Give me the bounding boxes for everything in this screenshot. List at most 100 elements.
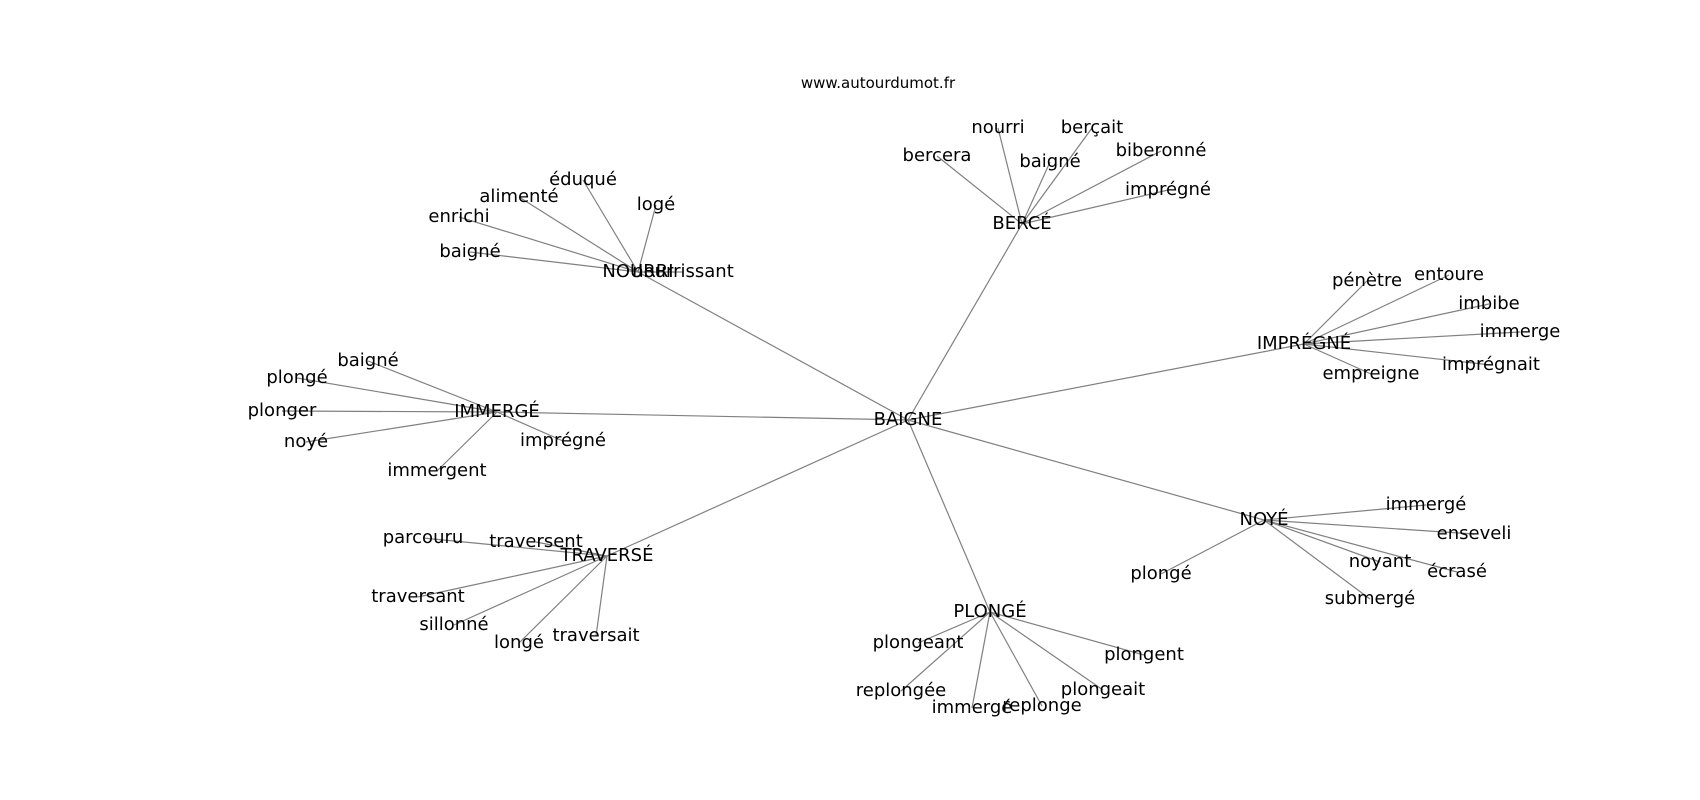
hub-word-node[interactable]: NOURRI (602, 261, 673, 282)
leaf-word-node[interactable]: submergé (1325, 588, 1415, 609)
leaf-word-node[interactable]: immerge (1480, 321, 1561, 342)
hub-word-node[interactable]: BERCÉ (992, 212, 1051, 234)
hub-word-node[interactable]: NOYÉ (1239, 508, 1288, 530)
leaf-word-node[interactable]: noyé (284, 431, 328, 452)
leaf-word-node[interactable]: traversant (371, 586, 465, 607)
edge-center-to-hub (907, 419, 1265, 521)
edge-hub-to-word (436, 411, 498, 472)
leaf-word-node[interactable]: traversait (552, 625, 639, 646)
edge-hub-to-word (1263, 504, 1427, 521)
edge-hub-to-word (1303, 331, 1521, 345)
edge-hub-to-word (989, 611, 1104, 691)
leaf-word-node[interactable]: alimenté (479, 186, 558, 207)
edge-hub-to-word (422, 537, 608, 557)
leaf-word-node[interactable]: pénètre (1332, 270, 1402, 291)
leaf-word-node[interactable]: plongeait (1061, 679, 1145, 700)
edge-hub-to-word (637, 204, 657, 273)
leaf-word-node[interactable]: replongée (856, 680, 947, 701)
edge-hub-to-word (518, 196, 639, 273)
leaf-word-node[interactable]: bercera (903, 145, 972, 166)
edge-center-to-hub (907, 223, 1023, 421)
leaf-word-node[interactable]: immergent (387, 460, 486, 481)
leaf-word-node[interactable]: imprégnait (1442, 354, 1540, 375)
edge-center-to-hub (907, 419, 991, 613)
edge-hub-to-word (458, 216, 639, 273)
edge-hub-to-word (367, 360, 498, 413)
leaf-word-node[interactable]: sillonné (419, 614, 488, 635)
edge-center-to-hub (907, 343, 1305, 421)
hub-word-node[interactable]: TRAVERSÉ (560, 544, 654, 566)
edge-hub-to-word (1021, 189, 1169, 225)
leaf-word-node[interactable]: longé (494, 632, 544, 653)
edge-hub-to-word (1160, 519, 1265, 575)
edge-hub-to-word (582, 179, 639, 273)
leaf-word-node[interactable]: éduqué (549, 169, 617, 190)
edge-center-to-hub (637, 271, 909, 421)
edge-hub-to-word (469, 251, 639, 273)
edge-hub-to-word (518, 555, 608, 644)
leaf-word-node[interactable]: parcouru (383, 527, 464, 548)
edge-hub-to-word (281, 410, 498, 413)
leaf-word-node[interactable]: empreigne (1322, 363, 1419, 384)
graph-labels: www.autourdumot.fr bercera nourri baigné be… (248, 74, 1561, 718)
edge-hub-to-word (595, 555, 608, 637)
leaf-word-node[interactable]: immergé (932, 697, 1013, 718)
hub-word-node[interactable]: IMPRÉGNÉ (1257, 332, 1351, 354)
leaf-word-node[interactable]: immergé (1386, 494, 1467, 515)
leaf-word-node[interactable]: noyant (1349, 551, 1412, 572)
edge-hub-to-word (989, 611, 1145, 656)
leaf-word-node[interactable]: plongeant (873, 632, 964, 653)
edge-hub-to-word (1263, 519, 1458, 573)
leaf-word-node[interactable]: imprégné (1125, 179, 1211, 200)
edge-hub-to-word (535, 541, 608, 557)
edge-hub-to-word (305, 411, 498, 443)
edge-hub-to-word (496, 411, 564, 442)
edge-hub-to-word (936, 155, 1023, 225)
edge-hub-to-word (917, 611, 991, 644)
leaf-word-node[interactable]: baigné (1019, 151, 1080, 172)
edge-hub-to-word (1263, 519, 1381, 563)
edge-hub-to-word (1021, 150, 1162, 225)
leaf-word-node[interactable]: berçait (1061, 117, 1124, 138)
leaf-word-node[interactable]: imprégné (520, 430, 606, 451)
hub-word-node[interactable]: PLONGÉ (953, 600, 1026, 622)
leaf-word-node[interactable]: entoure (1414, 264, 1484, 285)
edge-hub-to-word (453, 555, 608, 626)
leaf-word-node[interactable]: nourri (971, 117, 1024, 138)
leaf-word-node[interactable]: imbibe (1458, 293, 1519, 314)
graph-edges (281, 127, 1521, 709)
edge-hub-to-word (1021, 127, 1093, 225)
edge-hub-to-word (1263, 519, 1475, 535)
leaf-word-node[interactable]: enrichi (428, 206, 489, 227)
edge-hub-to-word (1303, 303, 1490, 345)
center-word-node[interactable]: BAIGNE (874, 409, 943, 430)
edge-hub-to-word (1303, 343, 1372, 375)
edge-hub-to-word (997, 127, 1023, 225)
leaf-word-node[interactable]: baigné (439, 241, 500, 262)
edge-hub-to-word (417, 555, 608, 598)
leaf-word-node[interactable]: enseveli (1437, 523, 1512, 544)
hub-word-node[interactable]: IMMERGÉ (454, 400, 540, 422)
edge-hub-to-word (1303, 343, 1492, 366)
leaf-word-node[interactable]: plongent (1104, 644, 1184, 665)
leaf-word-node[interactable]: nourrissant (632, 261, 734, 282)
source-website: www.autourdumot.fr (801, 74, 956, 92)
leaf-word-node[interactable]: plonger (248, 400, 317, 421)
leaf-word-node[interactable]: biberonné (1116, 140, 1207, 161)
edge-hub-to-word (900, 611, 991, 692)
edge-center-to-hub (496, 411, 909, 421)
leaf-word-node[interactable]: plongé (1130, 563, 1191, 584)
edge-hub-to-word (989, 611, 1043, 707)
leaf-word-node[interactable]: baigné (337, 350, 398, 371)
edge-center-to-hub (606, 419, 909, 557)
edge-hub-to-word (1021, 161, 1051, 225)
edge-hub-to-word (1303, 280, 1368, 345)
leaf-word-node[interactable]: écrasé (1427, 561, 1487, 582)
leaf-word-node[interactable]: replonge (1002, 695, 1081, 716)
leaf-word-node[interactable]: plongé (266, 367, 327, 388)
leaf-word-node[interactable]: traversent (489, 531, 583, 552)
edge-hub-to-word (1263, 519, 1371, 600)
edge-hub-to-word (1303, 274, 1450, 345)
leaf-word-node[interactable]: logé (637, 194, 676, 215)
